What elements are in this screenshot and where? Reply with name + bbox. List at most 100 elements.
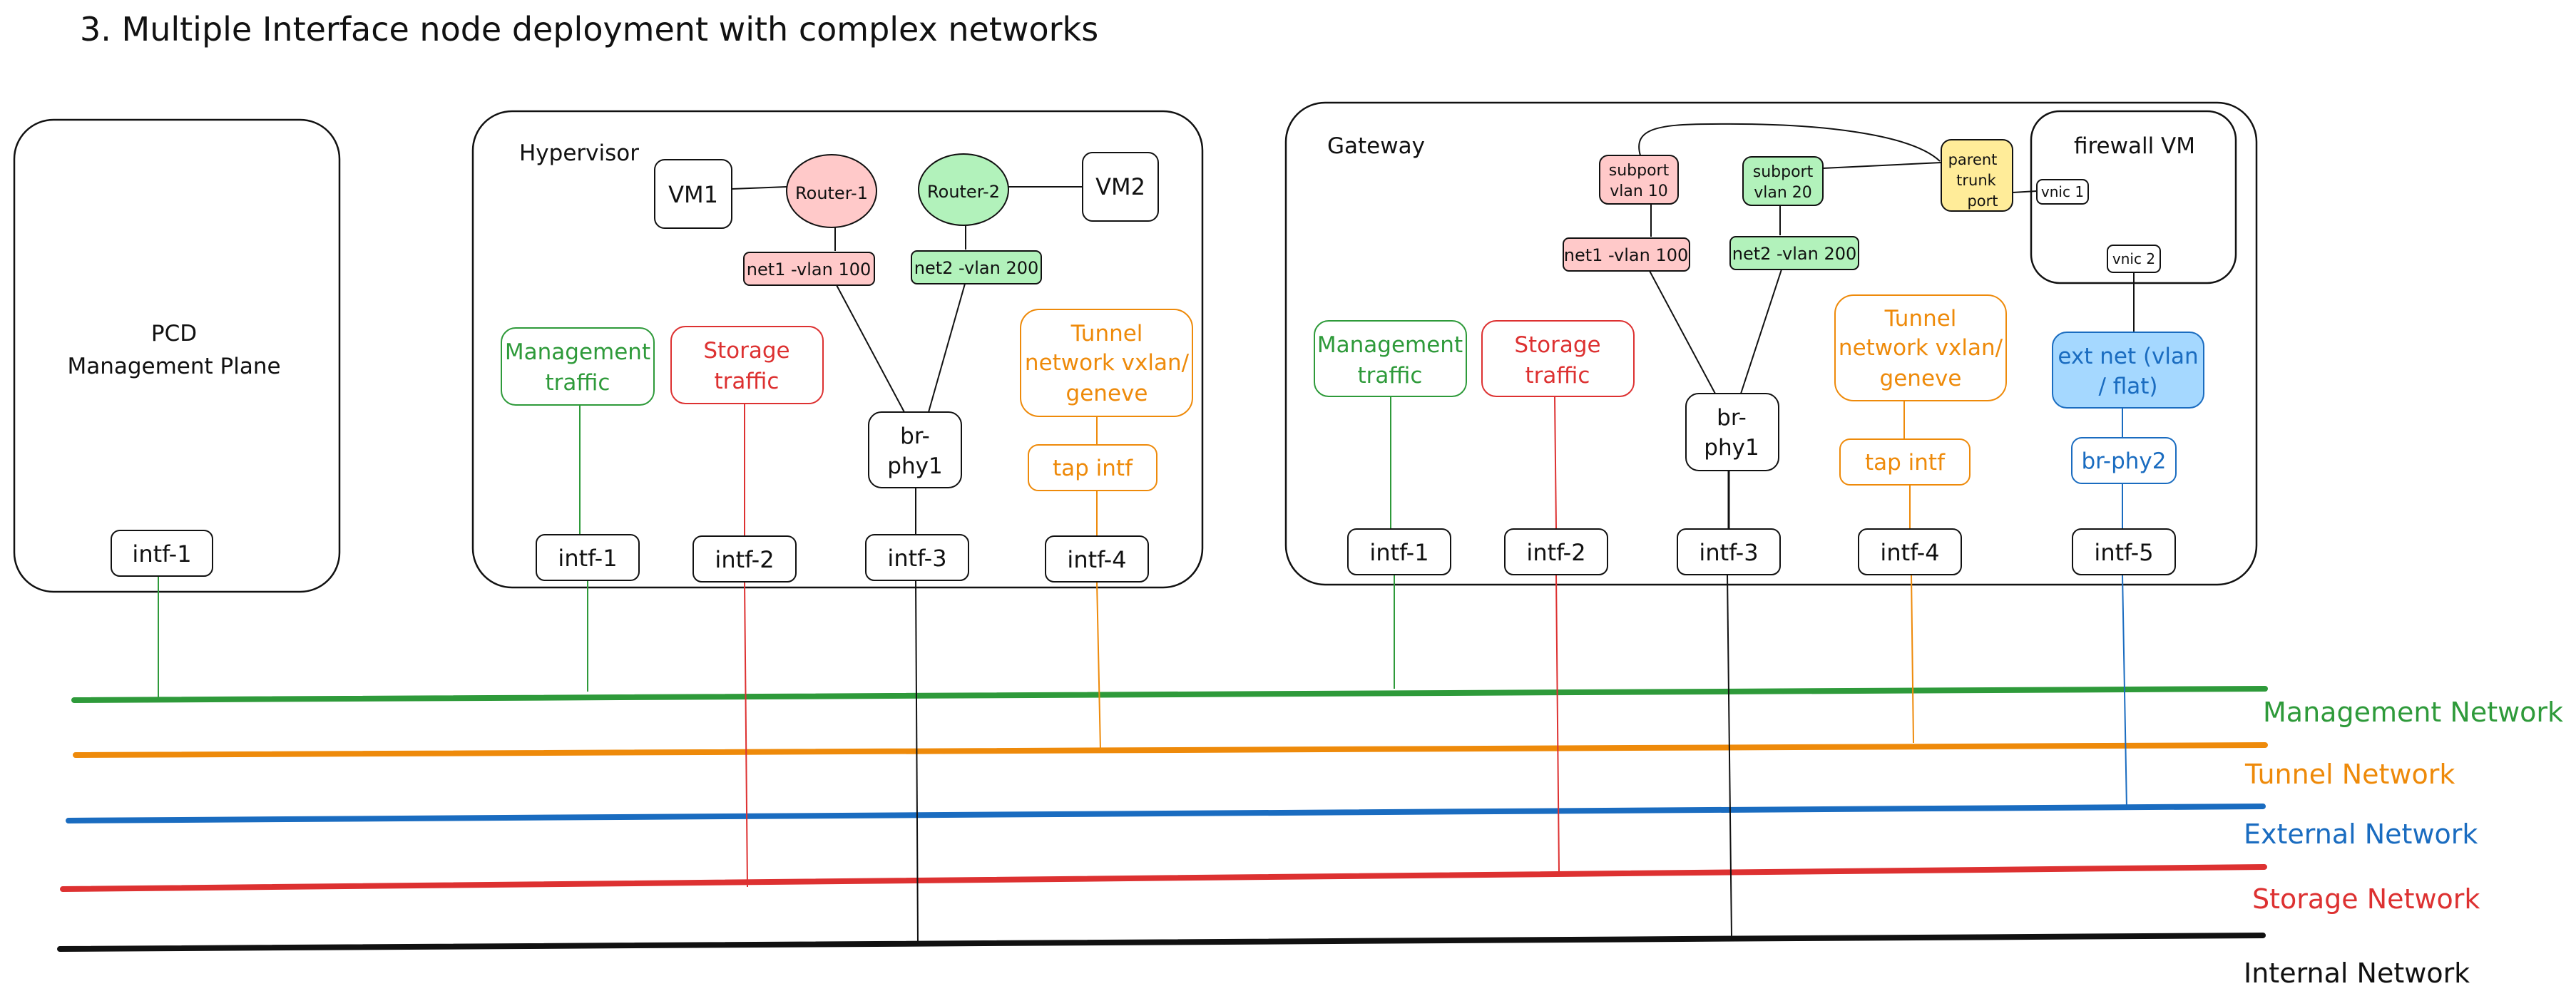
gw-intf1-label: intf-1 xyxy=(1369,539,1428,566)
gw-tap-box[interactable] xyxy=(1839,438,1971,486)
firewall-vm-label: firewall VM xyxy=(2074,133,2195,159)
hypervisor-box xyxy=(471,110,1204,589)
gw-brphy1-line2: phy1 xyxy=(1704,435,1759,461)
gw-storage-traffic-line1: Storage xyxy=(1514,332,1600,358)
gw-intf4-label: intf-4 xyxy=(1880,539,1939,566)
vm1-box[interactable] xyxy=(654,159,732,229)
gw-storage-traffic-box[interactable] xyxy=(1481,320,1635,397)
net2-box[interactable] xyxy=(911,250,1042,284)
storage-network-label: Storage Network xyxy=(2252,883,2480,915)
vm1-label: VM1 xyxy=(668,181,718,208)
diagram-title: 3. Multiple Interface node deployment wi… xyxy=(80,10,1099,48)
vnic2-box[interactable] xyxy=(2107,245,2161,273)
hv-mgmt-traffic-line2: traffic xyxy=(546,370,610,396)
hv-tunnel-box[interactable] xyxy=(1020,309,1193,417)
gw-mgmt-traffic-line1: Management xyxy=(1317,332,1463,358)
gw-net2-box[interactable] xyxy=(1729,236,1859,270)
hv-intf3-box[interactable] xyxy=(865,534,969,581)
network-lines xyxy=(57,686,2268,952)
parent-trunk-port-box[interactable] xyxy=(1941,139,2013,212)
hv-intf2-label: intf-2 xyxy=(715,546,774,573)
gw-net2-brphy-link xyxy=(1740,269,1782,394)
gw-brphy2-label: br-phy2 xyxy=(2081,448,2166,474)
gw-intf3-box[interactable] xyxy=(1677,528,1781,575)
gw-storage-traffic-line2: traffic xyxy=(1525,363,1590,389)
gw-brphy1-box[interactable] xyxy=(1685,393,1779,471)
parent-line2: trunk xyxy=(1956,172,1996,189)
gw-intf4-tunnel-link xyxy=(1911,574,1914,744)
net1-box[interactable] xyxy=(743,252,875,286)
pcd-node: PCD Management Plane intf-1 xyxy=(13,118,341,697)
gw-intf2-storage-link xyxy=(1555,574,1560,872)
ext-net-box[interactable] xyxy=(2052,332,2204,409)
router1-node[interactable] xyxy=(786,154,877,228)
parent-vnic1-link xyxy=(2012,190,2038,193)
hv-tap-box[interactable] xyxy=(1028,444,1157,491)
gw-tunnel-line2: network vxlan/ xyxy=(1839,335,2003,361)
hv-intf1-label: intf-1 xyxy=(558,545,617,572)
gw-intf3-label: intf-3 xyxy=(1699,539,1758,566)
hv-brphy-line2: phy1 xyxy=(887,453,942,479)
subport10-parent-link xyxy=(1638,123,1941,162)
hv-intf2-box[interactable] xyxy=(692,535,797,582)
gw-intf1-box[interactable] xyxy=(1347,528,1451,575)
storage-network-line xyxy=(60,864,2267,892)
management-network-label: Management Network xyxy=(2263,697,2563,728)
external-network-line xyxy=(66,804,2266,823)
vnic2-label: vnic 2 xyxy=(2112,250,2155,267)
gw-net1-label: net1 -vlan 100 xyxy=(1564,245,1689,265)
hv-intf1-box[interactable] xyxy=(536,534,640,581)
intf4-tunnel-link xyxy=(1096,581,1101,751)
gw-mgmt-traffic-line2: traffic xyxy=(1358,363,1423,389)
intf3-internal-link xyxy=(915,580,919,945)
parent-line3: port xyxy=(1967,193,1998,210)
subport20-line2: vlan 20 xyxy=(1754,184,1812,202)
subport10-line1: subport xyxy=(1609,162,1670,180)
hypervisor-links xyxy=(579,186,1101,945)
gw-mgmt-traffic-box[interactable] xyxy=(1314,320,1467,397)
subport20-box[interactable] xyxy=(1742,156,1824,206)
hv-intf3-label: intf-3 xyxy=(887,545,946,572)
hv-tunnel-line2: network vxlan/ xyxy=(1025,350,1190,376)
intf2-storage-link xyxy=(744,581,748,888)
gateway-links xyxy=(1390,123,2135,938)
hv-storage-traffic-line2: traffic xyxy=(715,369,780,394)
internal-network-label: Internal Network xyxy=(2244,958,2470,989)
net1-label: net1 -vlan 100 xyxy=(747,260,872,279)
gw-tunnel-line3: geneve xyxy=(1880,366,1962,391)
vm2-box[interactable] xyxy=(1082,152,1159,222)
router2-node[interactable] xyxy=(918,153,1009,226)
network-labels: Management Network Tunnel Network Extern… xyxy=(2244,697,2563,989)
hv-mgmt-traffic-line1: Management xyxy=(505,339,650,365)
subport10-box[interactable] xyxy=(1599,155,1679,205)
subport20-line1: subport xyxy=(1753,163,1814,181)
hv-storage-traffic-box[interactable] xyxy=(670,326,824,404)
gw-intf5-label: intf-5 xyxy=(2094,539,2153,566)
gw-brphy2-box[interactable] xyxy=(2071,437,2177,484)
hv-mgmt-traffic-box[interactable] xyxy=(501,327,655,406)
hv-brphy-box[interactable] xyxy=(868,411,962,488)
gateway-label: Gateway xyxy=(1327,133,1425,159)
gw-tunnel-box[interactable] xyxy=(1834,294,2007,401)
tunnel-network-line xyxy=(73,742,2268,758)
gw-net1-box[interactable] xyxy=(1563,237,1690,272)
pcd-intf1-box[interactable] xyxy=(111,530,213,577)
gw-intf5-box[interactable] xyxy=(2072,528,2176,575)
pcd-label: PCD xyxy=(151,321,197,347)
vnic1-box[interactable] xyxy=(2036,179,2089,205)
parent-line1: parent xyxy=(1948,151,1998,168)
vnic1-label: vnic 1 xyxy=(2041,183,2084,200)
gateway-box xyxy=(1284,101,2258,586)
hv-tap-label: tap intf xyxy=(1053,456,1133,481)
hv-intf4-box[interactable] xyxy=(1045,535,1149,582)
pcd-sublabel: Management Plane xyxy=(67,354,280,379)
pcd-intf1-label: intf-1 xyxy=(132,540,191,568)
management-network-line xyxy=(71,686,2268,703)
gw-storage-traffic-intf2-link xyxy=(1554,396,1557,530)
router2-label: Router-2 xyxy=(927,182,1000,202)
gw-intf2-box[interactable] xyxy=(1504,528,1608,575)
hv-tunnel-line3: geneve xyxy=(1066,381,1148,406)
gw-intf4-box[interactable] xyxy=(1858,528,1962,575)
internal-network-line xyxy=(57,933,2266,952)
